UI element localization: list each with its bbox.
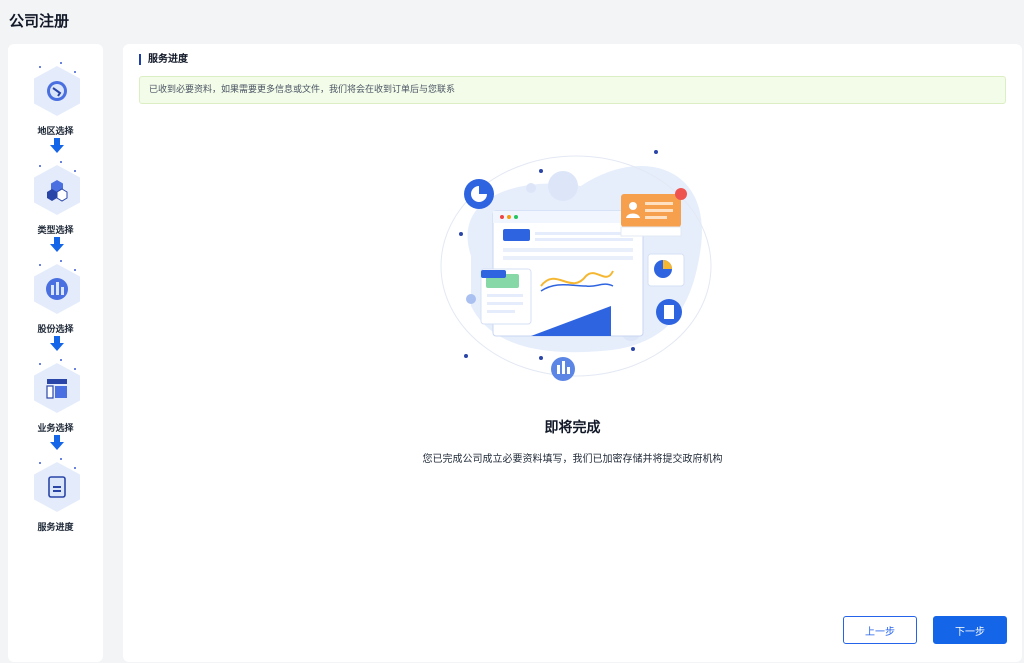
step-label: 服务进度 — [37, 523, 74, 533]
arrow-down-icon — [50, 138, 64, 153]
step-shares[interactable]: 股份选择 — [8, 242, 103, 342]
section-title: 服务进度 — [139, 54, 188, 65]
step-region[interactable]: 地区选择 — [8, 44, 103, 144]
step-business[interactable]: 业务选择 — [8, 341, 103, 441]
prev-step-button[interactable]: 上一步 — [843, 616, 917, 644]
main-panel: 服务进度 已收到必要资料，如果需要更多信息或文件，我们将会在收到订单后与您联系 — [123, 44, 1022, 662]
step-type[interactable]: 类型选择 — [8, 143, 103, 243]
completion-title: 即将完成 — [544, 420, 601, 436]
arrow-down-icon — [50, 336, 64, 351]
next-step-button[interactable]: 下一步 — [933, 616, 1007, 644]
shares-icon — [34, 264, 80, 314]
step-label: 股份选择 — [37, 325, 74, 335]
notice-banner: 已收到必要资料，如果需要更多信息或文件，我们将会在收到订单后与您联系 — [139, 76, 1006, 104]
business-icon — [34, 363, 80, 413]
step-label: 地区选择 — [37, 127, 74, 137]
arrow-down-icon — [50, 435, 64, 450]
step-sidebar: 地区选择 类型选择 — [8, 44, 103, 662]
page-title: 公司注册 — [9, 12, 70, 30]
step-label: 业务选择 — [37, 424, 74, 434]
step-progress[interactable]: 服务进度 — [8, 440, 103, 540]
step-label: 类型选择 — [37, 226, 74, 236]
completion-illustration — [440, 150, 712, 381]
completion-description: 您已完成公司成立必要资料填写，我们已加密存储并将提交政府机构 — [422, 454, 723, 465]
region-icon — [34, 66, 80, 116]
arrow-down-icon — [50, 237, 64, 252]
type-icon — [34, 165, 80, 215]
progress-icon — [34, 462, 80, 512]
